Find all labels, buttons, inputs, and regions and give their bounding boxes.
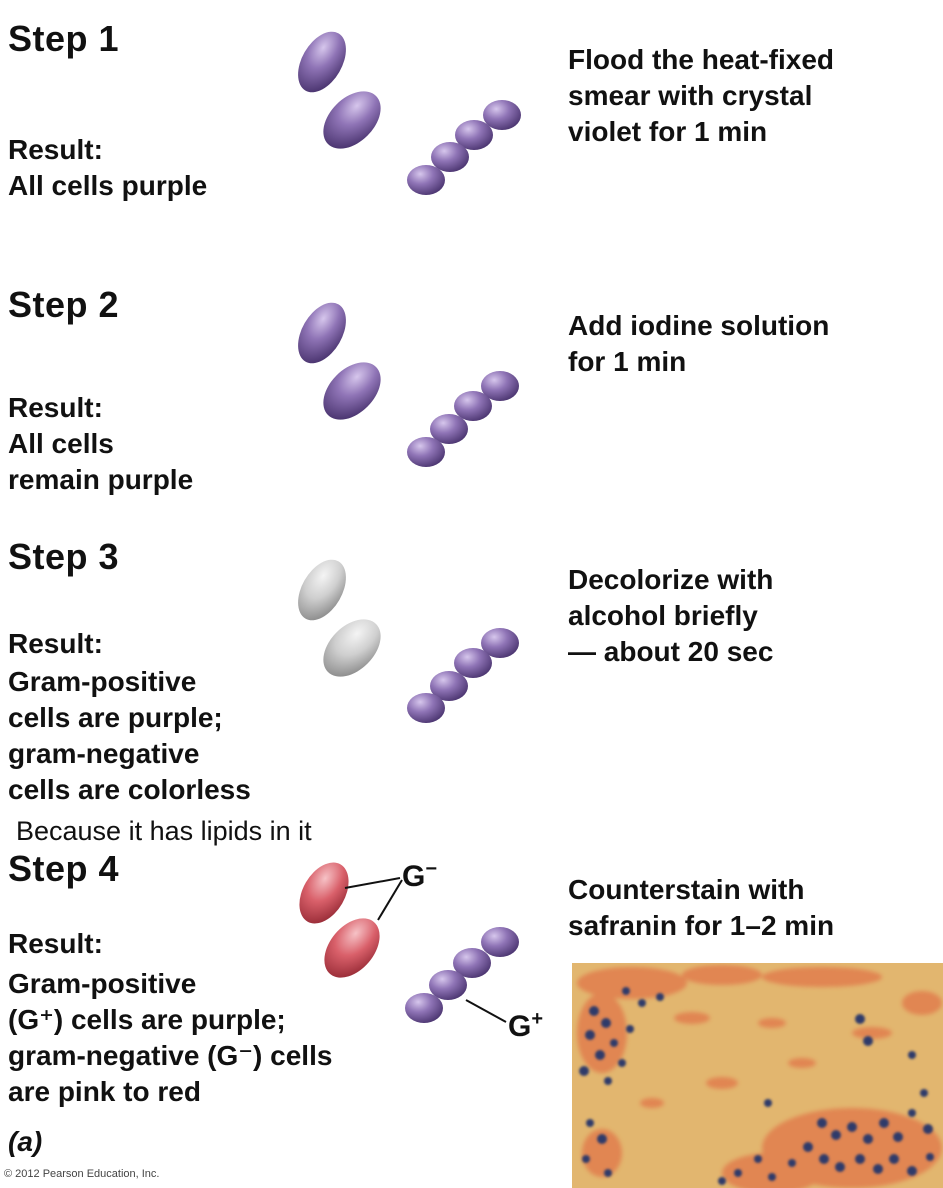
coccus-cell — [430, 414, 468, 444]
coccus-cell — [429, 970, 467, 1000]
result-line: (G⁺) cells are purple; — [8, 1002, 332, 1038]
figure-label: (a) — [8, 1126, 42, 1158]
step-3-instruction: Decolorize with alcohol briefly — about … — [568, 562, 773, 670]
instruction-line: Counterstain with — [568, 872, 834, 908]
coccus-cell — [430, 671, 468, 701]
cocci-chain — [407, 628, 519, 723]
coccus-cell — [481, 628, 519, 658]
result-line: Gram-positive — [8, 664, 251, 700]
gram-negative-label: G− — [402, 858, 437, 894]
cocci-chain — [405, 927, 519, 1023]
step-4-instruction: Counterstain with safranin for 1–2 min — [568, 872, 834, 944]
step-4-result-text: Gram-positive (G⁺) cells are purple; gra… — [8, 966, 332, 1110]
instruction-line: violet for 1 min — [568, 114, 834, 150]
step-3-cells — [288, 551, 519, 723]
coccus-cell — [407, 437, 445, 467]
coccus-cell — [405, 993, 443, 1023]
coccus-cell — [455, 120, 493, 150]
rod-cell — [312, 80, 391, 159]
step-1-instruction: Flood the heat-fixed smear with crystal … — [568, 42, 834, 150]
step-4-title: Step 4 — [8, 848, 119, 890]
rod-cell — [288, 294, 356, 371]
result-line: All cells — [8, 426, 193, 462]
coccus-cell — [431, 142, 469, 172]
instruction-line: alcohol briefly — [568, 598, 773, 634]
coccus-cell — [454, 391, 492, 421]
rod-cell-decolorized — [288, 551, 356, 628]
coccus-cell — [483, 100, 521, 130]
gram-positive-leader — [466, 1000, 506, 1022]
annotation-note: Because it has lipids in it — [16, 816, 312, 847]
micrograph-drawing — [572, 963, 943, 1188]
coccus-cell — [481, 371, 519, 401]
instruction-line: safranin for 1–2 min — [568, 908, 834, 944]
label-text: G — [402, 860, 425, 893]
result-line: remain purple — [8, 462, 193, 498]
instruction-line: Flood the heat-fixed — [568, 42, 834, 78]
coccus-cell — [453, 948, 491, 978]
instruction-line: Decolorize with — [568, 562, 773, 598]
step-1-result-label: Result: — [8, 134, 103, 166]
step-1-result-text: All cells purple — [8, 168, 207, 204]
label-superscript: + — [531, 1008, 543, 1030]
coccus-cell — [407, 165, 445, 195]
result-line: All cells purple — [8, 168, 207, 204]
result-line: cells are colorless — [8, 772, 251, 808]
step-3-result-text: Gram-positive cells are purple; gram-neg… — [8, 664, 251, 808]
result-line: gram-negative (G⁻) cells — [8, 1038, 332, 1074]
rod-cell-safranin — [289, 854, 358, 932]
result-line: are pink to red — [8, 1074, 332, 1110]
instruction-line: smear with crystal — [568, 78, 834, 114]
gram-negative-leader — [378, 880, 402, 920]
rod-cell — [312, 351, 391, 430]
instruction-line: for 1 min — [568, 344, 829, 380]
gram-positive-label: G+ — [508, 1008, 543, 1044]
micrograph-image — [572, 963, 943, 1188]
step-2-cells — [288, 294, 519, 467]
step-2-result-label: Result: — [8, 392, 103, 424]
step-3-result-label: Result: — [8, 628, 103, 660]
coccus-cell — [454, 648, 492, 678]
label-text: G — [508, 1010, 531, 1043]
gram-negative-leader — [345, 878, 400, 888]
step-2-instruction: Add iodine solution for 1 min — [568, 308, 829, 380]
rod-cell — [288, 23, 356, 100]
coccus-cell — [407, 693, 445, 723]
result-line: gram-negative — [8, 736, 251, 772]
cocci-chain — [407, 371, 519, 467]
step-1-cells — [288, 23, 521, 195]
step-3-title: Step 3 — [8, 536, 119, 578]
step-2-title: Step 2 — [8, 284, 119, 326]
copyright-text: © 2012 Pearson Education, Inc. — [4, 1168, 159, 1180]
step-4-result-label: Result: — [8, 928, 103, 960]
instruction-line: Add iodine solution — [568, 308, 829, 344]
cocci-chain — [407, 100, 521, 195]
instruction-line: — about 20 sec — [568, 634, 773, 670]
step-2-result-text: All cells remain purple — [8, 426, 193, 498]
coccus-cell — [481, 927, 519, 957]
result-line: cells are purple; — [8, 700, 251, 736]
label-superscript: − — [425, 858, 437, 880]
rod-cell-decolorized — [312, 608, 391, 687]
result-line: Gram-positive — [8, 966, 332, 1002]
step-1-title: Step 1 — [8, 18, 119, 60]
